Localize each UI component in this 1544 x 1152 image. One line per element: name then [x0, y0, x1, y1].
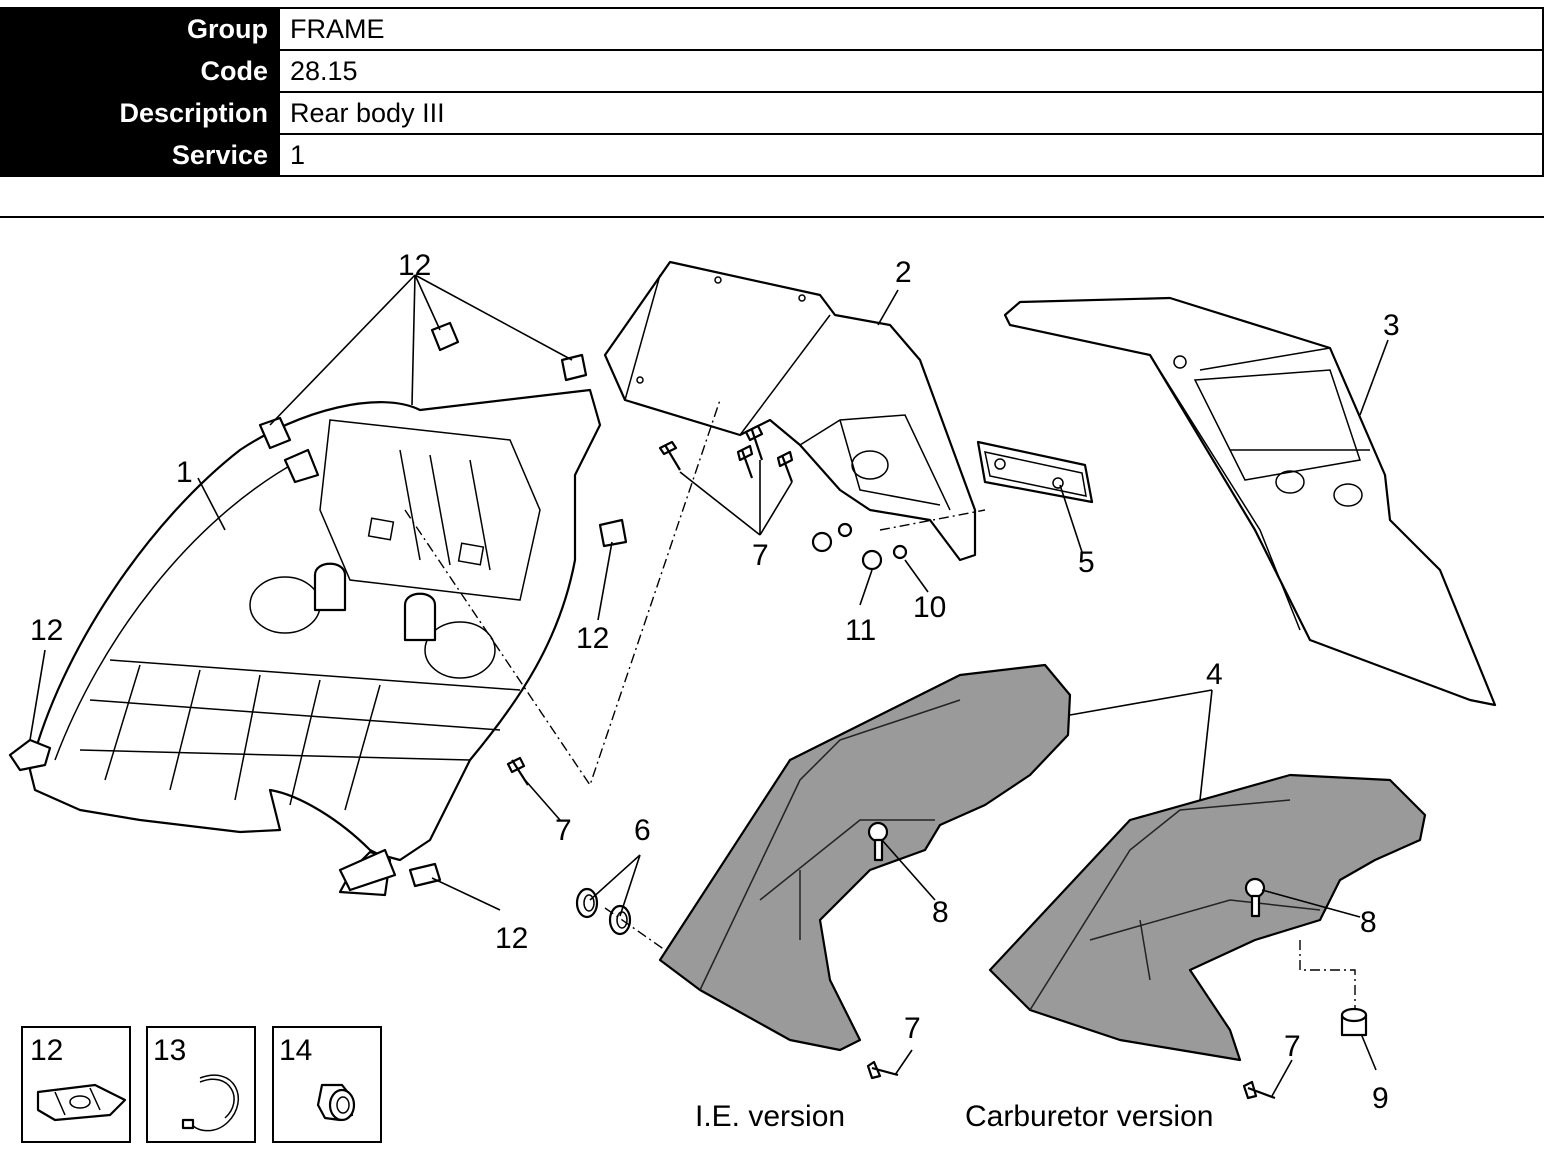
- callout-7-top: 7: [752, 539, 769, 572]
- callout-12-bottom: 12: [495, 922, 528, 955]
- part-4-side-cover-carb: [988, 773, 1427, 1062]
- code-value: 28.15: [278, 49, 1544, 93]
- callout-8-right: 8: [1360, 906, 1377, 939]
- part-6-grommets: [575, 887, 632, 936]
- caption-ie-version: I.E. version: [695, 1100, 845, 1133]
- callout-3: 3: [1383, 309, 1400, 342]
- callout-12-top: 12: [398, 249, 431, 282]
- callout-5: 5: [1078, 546, 1095, 579]
- callout-9: 9: [1372, 1082, 1389, 1115]
- legend-number-12: 12: [30, 1034, 63, 1067]
- info-row-group: Group FRAME: [0, 7, 1544, 51]
- callout-4: 4: [1206, 658, 1223, 691]
- group-label: Group: [0, 7, 280, 51]
- callout-11: 11: [845, 614, 876, 647]
- group-value: FRAME: [278, 7, 1544, 51]
- nuts-washers-10-11: [811, 522, 908, 571]
- caption-carburetor-version: Carburetor version: [965, 1100, 1213, 1133]
- legend-box-13: 13: [146, 1026, 256, 1143]
- part-2-license-plate-holder: [603, 260, 977, 562]
- assembly-lines: [404, 399, 1356, 1010]
- divider-rule: [0, 216, 1544, 218]
- speed-nut-icon: [36, 1083, 127, 1122]
- legend-box-14: 14: [272, 1026, 382, 1143]
- info-row-description: Description Rear body III: [0, 91, 1544, 135]
- callout-labels: 12 1 12 12 12 7 2 3 5 7 10 11 4 6 8 8 7 …: [30, 249, 1400, 1115]
- part-4-side-cover-ie: [658, 663, 1072, 1052]
- callout-7-carb: 7: [1284, 1030, 1301, 1063]
- grommet-icon: [316, 1083, 356, 1122]
- code-label: Code: [0, 49, 280, 93]
- exploded-parts-diagram: 12 1 12 12 12 7 2 3 5 7 10 11 4 6 8 8 7 …: [0, 220, 1544, 1152]
- callout-7-ie: 7: [904, 1012, 921, 1045]
- leader-lines: [29, 274, 1389, 1097]
- diagram-svg: 12 1 12 12 12 7 2 3 5 7 10 11 4 6 8 8 7 …: [8, 249, 1497, 1143]
- description-label: Description: [0, 91, 280, 135]
- callout-1: 1: [176, 456, 193, 489]
- info-row-service: Service 1: [0, 133, 1544, 177]
- callout-12-middle: 12: [576, 622, 609, 655]
- callout-6: 6: [634, 814, 651, 847]
- part-3-rear-mudguard: [1003, 296, 1497, 707]
- info-row-code: Code 28.15: [0, 49, 1544, 93]
- part-5-reflector: [976, 440, 1094, 504]
- part-9-rubber-bush: [1340, 1007, 1368, 1037]
- callout-12-left: 12: [30, 614, 63, 647]
- part-1-rear-body: [8, 388, 602, 897]
- screws-7: [506, 424, 1276, 1100]
- screws-8: [867, 821, 1266, 918]
- part-info-table: Group FRAME Code 28.15 Description Rear …: [0, 7, 1544, 177]
- callout-7-left: 7: [555, 814, 572, 847]
- service-value: 1: [278, 133, 1544, 177]
- description-value: Rear body III: [278, 91, 1544, 135]
- callout-10: 10: [913, 591, 946, 624]
- service-label: Service: [0, 133, 280, 177]
- legend-number-13: 13: [153, 1034, 186, 1067]
- callout-8-left: 8: [932, 896, 949, 929]
- callout-2: 2: [895, 256, 912, 289]
- legend-box-12: 12: [21, 1026, 131, 1143]
- hose-clamp-icon: [181, 1074, 239, 1132]
- legend-number-14: 14: [279, 1034, 312, 1067]
- speed-nuts-12: [258, 321, 628, 888]
